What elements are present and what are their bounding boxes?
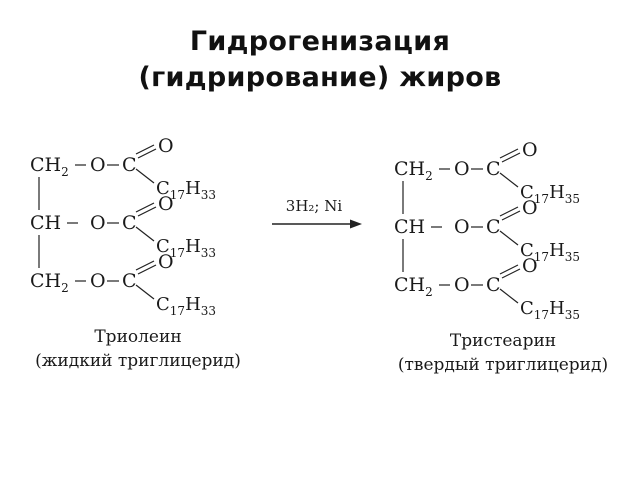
chain-hydrogen: H xyxy=(549,298,565,319)
chain-carbon-subscript: 17 xyxy=(170,304,185,318)
group-subscript: 2 xyxy=(61,165,69,179)
chain-hydrogen-subscript: 35 xyxy=(565,250,580,264)
carbonyl-carbon: C xyxy=(122,154,137,176)
group-subscript: 2 xyxy=(425,169,433,183)
hydrocarbon-chain: C17H33 xyxy=(156,294,216,318)
chain-hydrogen: H xyxy=(549,182,565,203)
single-bond xyxy=(499,288,519,304)
hydrocarbon-chain: C17H35 xyxy=(520,182,580,206)
chain-hydrogen: H xyxy=(549,240,565,261)
carbonyl-oxygen: O xyxy=(522,255,538,277)
double-bond xyxy=(137,148,157,159)
ester-oxygen: O xyxy=(454,216,470,238)
double-bond xyxy=(499,148,519,159)
glycerol-group: CH xyxy=(394,216,425,238)
hydrocarbon-chain: C17H33 xyxy=(156,178,216,202)
ester-oxygen: O xyxy=(90,212,106,234)
group-subscript: 2 xyxy=(425,285,433,299)
glycerol-group: CH2 xyxy=(30,154,69,179)
chain-carbon: C xyxy=(520,182,534,203)
chain-hydrogen-subscript: 35 xyxy=(565,308,580,322)
glycerol-group: CH2 xyxy=(394,274,433,299)
ester-oxygen: O xyxy=(454,274,470,296)
chain-carbon: C xyxy=(156,178,170,199)
chain-hydrogen-subscript: 35 xyxy=(565,192,580,206)
single-bond xyxy=(135,168,155,184)
double-bond xyxy=(499,264,519,275)
single-bond xyxy=(135,284,155,300)
single-bond xyxy=(135,226,155,242)
single-bond xyxy=(499,230,519,246)
chain-hydrogen-subscript: 33 xyxy=(201,304,216,318)
double-bond xyxy=(501,152,521,163)
ester-oxygen: O xyxy=(90,154,106,176)
ester-oxygen: O xyxy=(454,158,470,180)
carbonyl-carbon: C xyxy=(486,274,501,296)
reaction-conditions: 3H₂; Ni xyxy=(286,197,343,215)
glycerol-group: CH xyxy=(30,212,61,234)
chain-carbon-subscript: 17 xyxy=(534,308,549,322)
reaction-arrow xyxy=(272,219,362,229)
chain-carbon: C xyxy=(156,236,170,257)
glycerol-group: CH2 xyxy=(30,270,69,295)
reactant-description: (жидкий триглицерид) xyxy=(35,351,241,371)
double-bond xyxy=(501,210,521,221)
group-symbol: CH xyxy=(30,154,61,176)
chain-carbon-subscript: 17 xyxy=(534,192,549,206)
page-title-line-2: (гидрирование) жиров xyxy=(138,62,502,93)
carbonyl-oxygen: O xyxy=(158,135,174,157)
double-bond xyxy=(137,206,157,217)
ester-oxygen: O xyxy=(90,270,106,292)
carbonyl-oxygen: O xyxy=(158,193,174,215)
chain-carbon: C xyxy=(156,294,170,315)
double-bond xyxy=(135,202,155,213)
reactant-name: Триолеин xyxy=(94,327,181,347)
double-bond xyxy=(135,260,155,271)
chain-hydrogen: H xyxy=(185,294,201,315)
chain-hydrogen: H xyxy=(185,178,201,199)
chain-hydrogen-subscript: 33 xyxy=(201,188,216,202)
double-bond xyxy=(501,268,521,279)
chain-hydrogen-subscript: 33 xyxy=(201,246,216,260)
chain-carbon: C xyxy=(520,298,534,319)
chain-carbon: C xyxy=(520,240,534,261)
group-symbol: CH xyxy=(394,274,425,296)
glycerol-group: CH2 xyxy=(394,158,433,183)
carbonyl-oxygen: O xyxy=(522,197,538,219)
carbonyl-carbon: C xyxy=(122,270,137,292)
single-bond xyxy=(499,172,519,188)
chain-carbon-subscript: 17 xyxy=(170,246,185,260)
product-name: Тристеарин xyxy=(450,331,556,351)
carbonyl-carbon: C xyxy=(122,212,137,234)
group-symbol: CH xyxy=(30,212,61,234)
group-symbol: CH xyxy=(394,216,425,238)
carbonyl-oxygen: O xyxy=(158,251,174,273)
double-bond xyxy=(499,206,519,217)
hydrocarbon-chain: C17H35 xyxy=(520,240,580,264)
group-symbol: CH xyxy=(30,270,61,292)
group-symbol: CH xyxy=(394,158,425,180)
chain-carbon-subscript: 17 xyxy=(534,250,549,264)
chain-carbon-subscript: 17 xyxy=(170,188,185,202)
double-bond xyxy=(137,264,157,275)
hydrocarbon-chain: C17H33 xyxy=(156,236,216,260)
page-title-line-1: Гидрогенизация xyxy=(189,26,451,57)
chain-hydrogen: H xyxy=(185,236,201,257)
carbonyl-carbon: C xyxy=(486,158,501,180)
double-bond xyxy=(135,144,155,155)
carbonyl-oxygen: O xyxy=(522,139,538,161)
group-subscript: 2 xyxy=(61,281,69,295)
hydrocarbon-chain: C17H35 xyxy=(520,298,580,322)
carbonyl-carbon: C xyxy=(486,216,501,238)
product-description: (твердый триглицерид) xyxy=(398,355,608,375)
